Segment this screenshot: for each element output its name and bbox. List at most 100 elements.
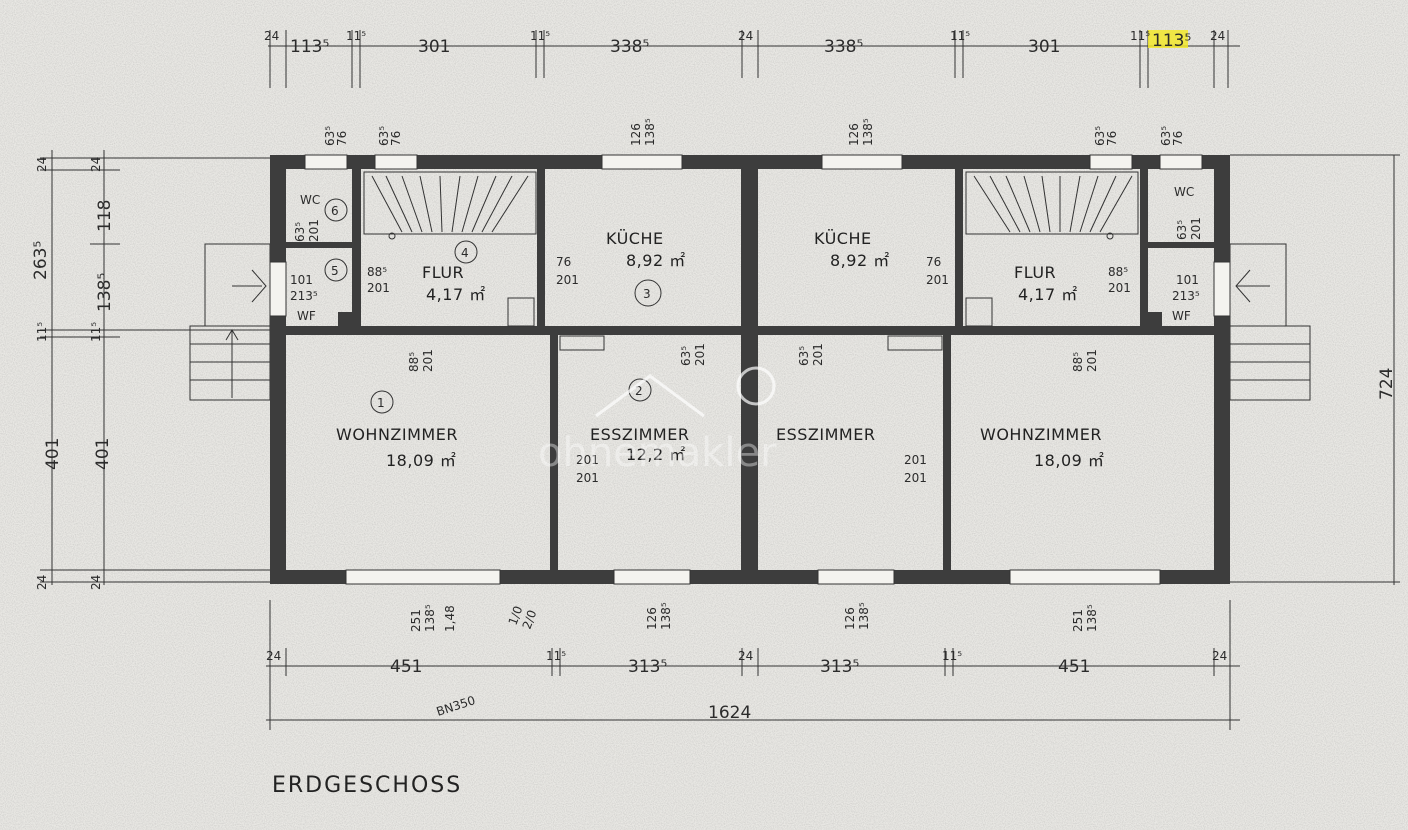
door-flur-right-label-2: 201 — [1108, 281, 1131, 295]
win-ess-left-label-2: 138⁵ — [659, 602, 673, 630]
room-name-ess-left: ESSZIMMER — [590, 425, 689, 444]
win-wc-right-label: 63⁵ — [1159, 126, 1173, 146]
entry-stair-right — [1229, 243, 1311, 401]
right-dimension: 724 — [1230, 154, 1400, 585]
dim-top-10: 301 — [1028, 37, 1060, 57]
room-num-kueche-left: 3 — [643, 287, 651, 301]
dim-top-5: 11⁵ — [530, 29, 550, 43]
win-stair-left-label: 63⁵ — [377, 126, 391, 146]
door-ess-left-label-2: 201 — [576, 471, 599, 485]
bottom-dimension-chains: 24 451 11⁵ 313⁵ 24 313⁵ 11⁵ 451 24 1624 … — [266, 600, 1240, 730]
door-kueche-left-label: 76 — [556, 255, 571, 269]
room-num-wohn-left: 1 — [377, 396, 385, 410]
watermark-text: ohnemakler — [538, 430, 777, 476]
door-flur-left-label-2: 201 — [367, 281, 390, 295]
dim-top-13: 24 — [1210, 29, 1225, 43]
door-ess-top-left-label-2: 201 — [693, 343, 707, 366]
door-wohn-right-label-2: 201 — [1085, 349, 1099, 372]
win-wc-left-label: 63⁵ — [323, 126, 337, 146]
dim-top-7: 24 — [738, 29, 753, 43]
dim-left-outer-3: 11⁵ — [35, 322, 49, 342]
door-ess-right-label: 201 — [904, 453, 927, 467]
room-name-kueche-left: KÜCHE — [606, 229, 664, 248]
room-name-wf-right: WF — [1172, 309, 1191, 323]
dim-bottom-4: 313⁵ — [628, 657, 667, 677]
win-kitchen-right-label: 126 — [847, 123, 861, 146]
win-kitchen-right-label-2: 138⁵ — [861, 118, 875, 146]
windows — [269, 154, 1231, 585]
dim-bottom-3: 11⁵ — [546, 649, 566, 663]
dim-top-3: 11⁵ — [346, 29, 366, 43]
drawing-title: ERDGESCHOSS — [272, 773, 462, 798]
room-name-kueche-right: KÜCHE — [814, 229, 872, 248]
win-ess-right-label-2: 138⁵ — [857, 602, 871, 630]
win-wohn-right-label: 251 — [1071, 609, 1085, 632]
room-area-ess-left: 12,2 ㎡ — [626, 445, 686, 464]
dim-left-outer-2: 263⁵ — [31, 241, 51, 280]
dim-top-2: 113⁵ — [290, 37, 329, 57]
door-ess-top-right-label-2: 201 — [811, 343, 825, 366]
door-ess-right-label-2: 201 — [904, 471, 927, 485]
door-ess-top-left-label: 63⁵ — [679, 346, 693, 366]
dim-bottom-2: 451 — [390, 657, 422, 677]
room-num-ess-left: 2 — [635, 384, 643, 398]
win-wc-left-label-2: 76 — [335, 131, 349, 146]
dim-left-inner-6: 24 — [89, 575, 103, 590]
win-kitchen-left-label: 126 — [629, 123, 643, 146]
staircase-left — [363, 171, 537, 327]
staircase-right — [965, 171, 1139, 327]
room-num-wf-left: 5 — [331, 264, 339, 278]
door-kueche-left-label-2: 201 — [556, 273, 579, 287]
win-stair-right-label: 63⁵ — [1093, 126, 1107, 146]
dim-left-inner-1: 24 — [89, 157, 103, 172]
top-dimension-chain: 24 113⁵ 11⁵ 301 11⁵ 338⁵ 24 338⁵ 11⁵ 301… — [264, 29, 1240, 88]
door-ess-left-label: 201 — [576, 453, 599, 467]
door-wohn-left-label: 88⁵ — [407, 352, 421, 372]
dim-top-11: 11⁵ — [1130, 29, 1150, 43]
stair-note-1: 1,48 — [443, 605, 457, 632]
stair-note-3: 2/0 — [520, 608, 540, 631]
room-name-wohn-left: WOHNZIMMER — [336, 425, 458, 444]
door-kueche-right-label-2: 201 — [926, 273, 949, 287]
room-name-wc-left: WC — [300, 193, 320, 207]
room-area-kueche-right: 8,92 ㎡ — [830, 251, 890, 270]
door-wohn-left-label-2: 201 — [421, 349, 435, 372]
win-stair-left-label-2: 76 — [389, 131, 403, 146]
dim-left-inner-4: 11⁵ — [89, 322, 103, 342]
door-wf-right-label-2: 213⁵ — [1172, 289, 1200, 303]
room-labels-right: WC WF FLUR 4,17 ㎡ KÜCHE 8,92 ㎡ WOHNZIMME… — [776, 185, 1194, 470]
room-area-wohn-right: 18,09 ㎡ — [1034, 451, 1104, 470]
win-stair-right-label-2: 76 — [1105, 131, 1119, 146]
win-ess-left-label: 126 — [645, 607, 659, 630]
door-wc-right-label-2: 201 — [1189, 217, 1203, 240]
room-name-wc-right: WC — [1174, 185, 1194, 199]
door-wc-left-label-2: 201 — [307, 219, 321, 242]
room-name-wohn-right: WOHNZIMMER — [980, 425, 1102, 444]
room-area-flur-right: 4,17 ㎡ — [1018, 285, 1078, 304]
room-name-flur-left: FLUR — [422, 263, 464, 282]
door-wf-right-label: 101 — [1176, 273, 1199, 287]
watermark: ohnemakler — [538, 366, 777, 476]
door-kueche-right-label: 76 — [926, 255, 941, 269]
dim-top-1: 24 — [264, 29, 279, 43]
win-wohn-left-label: 251 — [409, 609, 423, 632]
dim-top-8: 338⁵ — [824, 37, 863, 57]
room-area-kueche-left: 8,92 ㎡ — [626, 251, 686, 270]
dim-bottom-9: 24 — [1212, 649, 1227, 663]
win-wohn-right-label-2: 138⁵ — [1085, 604, 1099, 632]
door-ess-top-right-label: 63⁵ — [797, 346, 811, 366]
dim-bottom-1: 24 — [266, 649, 281, 663]
door-wf-left-label: 101 — [290, 273, 313, 287]
dim-bottom-5: 24 — [738, 649, 753, 663]
dim-left-outer-5: 24 — [35, 575, 49, 590]
room-area-flur-left: 4,17 ㎡ — [426, 285, 486, 304]
room-name-ess-right: ESSZIMMER — [776, 425, 875, 444]
room-name-wf-left: WF — [297, 309, 316, 323]
dim-bottom-8: 451 — [1058, 657, 1090, 677]
dim-left-outer-1: 24 — [35, 157, 49, 172]
dim-left-outer-4: 401 — [43, 438, 63, 470]
dim-left-inner-5: 401 — [93, 438, 113, 470]
win-kitchen-left-label-2: 138⁵ — [643, 118, 657, 146]
left-dimension-chains: 24 263⁵ 11⁵ 401 24 24 118 138⁵ 11⁵ 401 2… — [31, 150, 270, 590]
door-wohn-right-label: 88⁵ — [1071, 352, 1085, 372]
